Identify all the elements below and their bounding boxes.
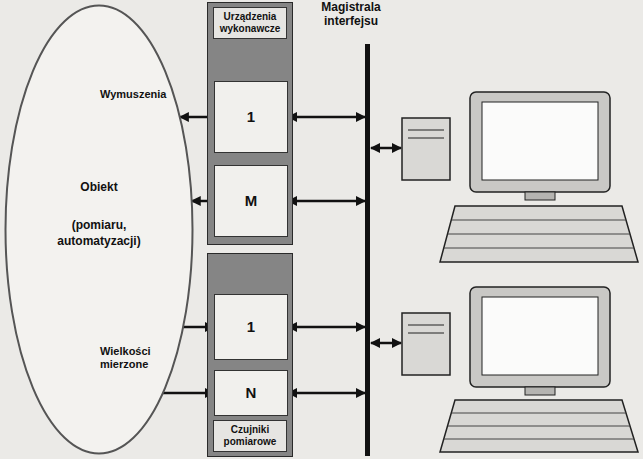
drive-slot xyxy=(408,130,444,131)
object-label: Obiekt xyxy=(39,180,159,195)
connector-arrow xyxy=(288,326,365,329)
box-number: M xyxy=(245,192,258,210)
computer-case xyxy=(402,118,450,180)
object-label: (pomiaru, automatyzacji) xyxy=(39,217,159,249)
signal-label: Wielkości mierzone xyxy=(100,345,166,371)
bus-label: Magistrala interfejsu xyxy=(307,0,395,28)
keyboard xyxy=(440,206,638,262)
actuator-panel: Urządzenia wykonawcze 1M xyxy=(207,2,293,245)
key-row xyxy=(448,426,630,427)
panel-heading: Czujniki pomiarowe xyxy=(213,420,287,452)
box-number: N xyxy=(246,384,257,402)
computer-lower xyxy=(371,287,638,452)
signal-label: Wymuszenia xyxy=(100,88,170,101)
monitor xyxy=(470,287,610,387)
interface-bus: Magistrala interfejsu xyxy=(365,44,370,456)
key-row xyxy=(452,413,626,414)
key-row xyxy=(452,220,626,221)
bus-link xyxy=(371,342,401,345)
key-row xyxy=(448,234,630,235)
connector-arrow xyxy=(288,200,365,203)
key-row xyxy=(444,439,634,440)
keyboard xyxy=(440,400,638,452)
monitor-screen xyxy=(482,297,598,375)
actuator-box: M xyxy=(214,165,288,237)
key-row xyxy=(444,248,634,249)
monitor xyxy=(470,92,610,192)
box-number: 1 xyxy=(247,108,255,126)
box-number: 1 xyxy=(247,318,255,336)
computer-upper xyxy=(371,92,638,262)
panel-heading: Urządzenia wykonawcze xyxy=(213,7,287,39)
sensor-box: 1 xyxy=(214,294,288,360)
drive-slot xyxy=(408,138,444,139)
actuator-box: 1 xyxy=(214,81,288,153)
computer-case xyxy=(402,313,450,375)
drive-slot xyxy=(408,333,444,334)
connector-arrow xyxy=(288,392,365,395)
monitor-screen xyxy=(482,102,598,180)
sensor-box: N xyxy=(214,370,288,416)
sensor-panel: Czujniki pomiarowe 1N xyxy=(207,253,293,457)
monitor-stand xyxy=(525,387,555,395)
object-ellipse: Obiekt (pomiaru, automatyzacji) xyxy=(4,4,194,455)
ellipse-outline xyxy=(6,6,193,454)
drive-slot xyxy=(408,325,444,326)
monitor-stand xyxy=(525,192,555,200)
connector-arrow xyxy=(288,116,365,119)
bus-link xyxy=(371,147,401,150)
